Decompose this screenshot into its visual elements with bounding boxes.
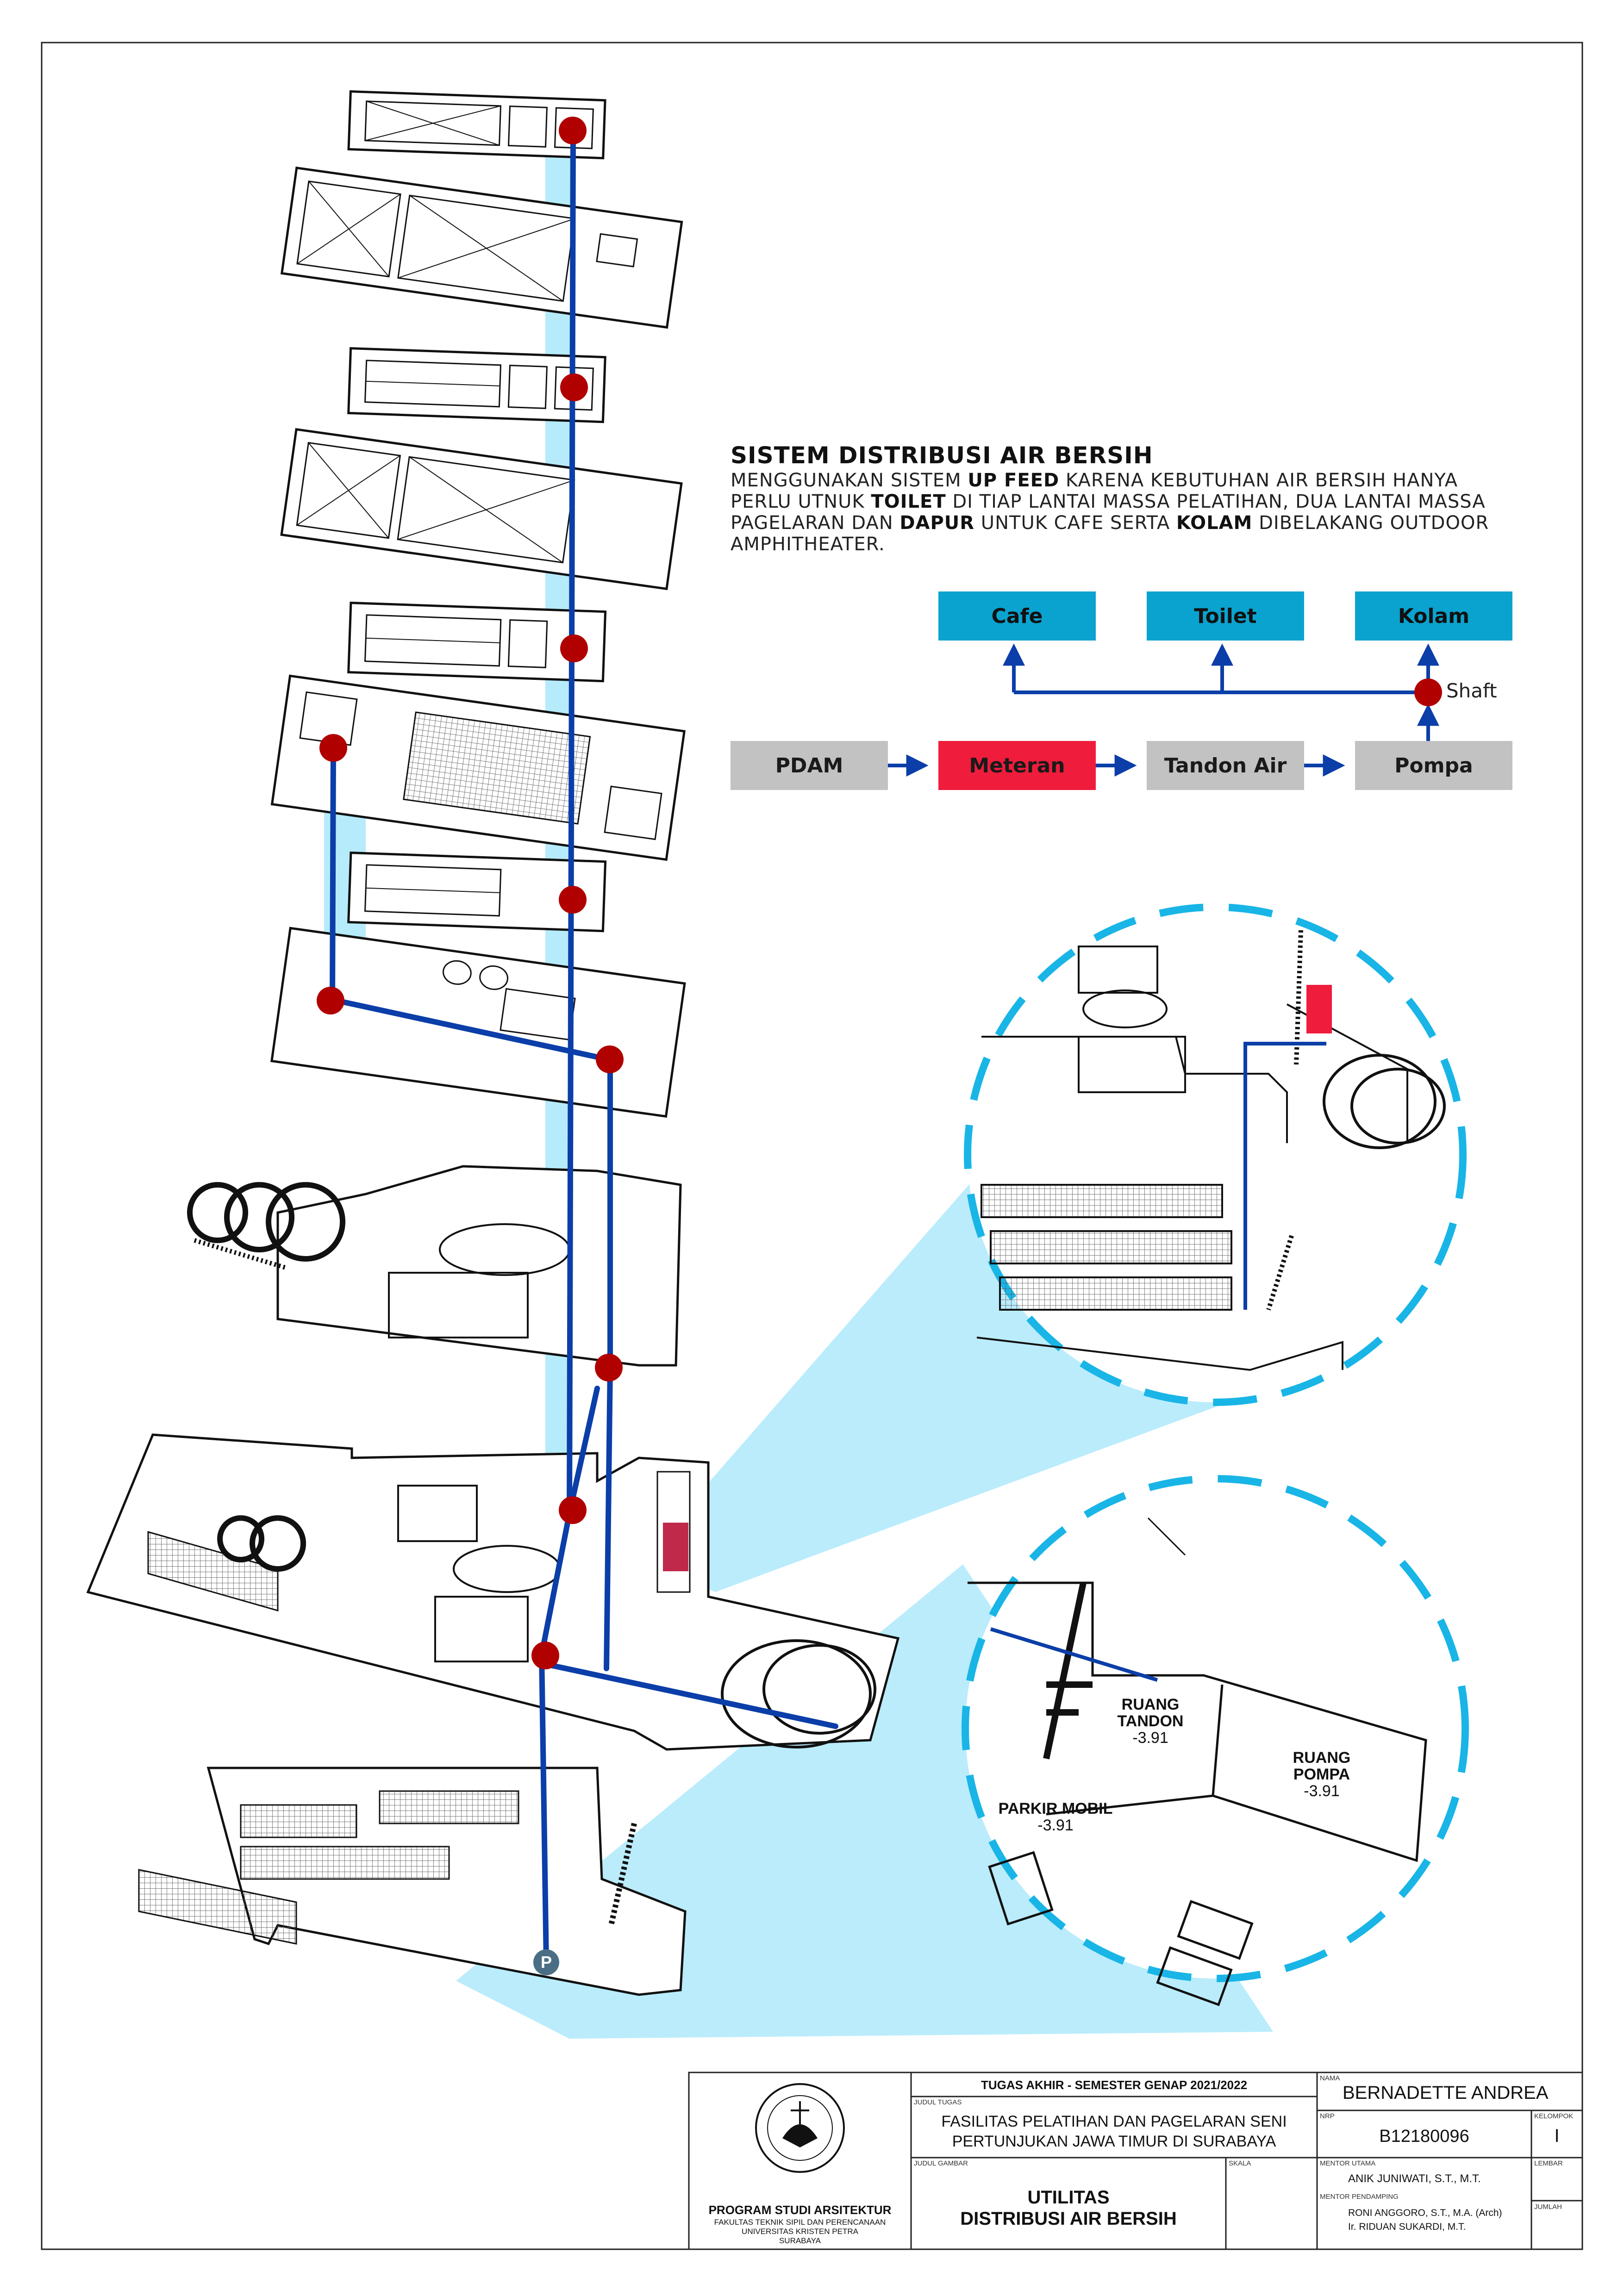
floor-plan-upper-3: [347, 601, 607, 683]
lembar-label: LEMBAR: [1534, 2159, 1563, 2167]
flow-node-toilet: Toilet: [1147, 591, 1304, 641]
flow-node-pompa: Pompa: [1355, 741, 1512, 790]
judul-tugas-line-2: PERTUNJUKAN JAWA TIMUR DI SURABAYA: [952, 2133, 1276, 2150]
room-label-parkir: PARKIR MOBIL-3.91: [998, 1800, 1113, 1834]
shaft-node: [319, 734, 347, 762]
floor-plan-ground: [86, 1433, 900, 1751]
tugas-header: TUGAS AKHIR - SEMESTER GENAP 2021/2022: [981, 2078, 1248, 2092]
flow-node-kolam: Kolam: [1355, 591, 1512, 641]
tank-marker-plan: [663, 1523, 688, 1571]
flow-node-pdam: PDAM: [731, 741, 888, 790]
floor-plan-pagelaran-upper: [187, 1165, 682, 1367]
student-name: BERNADETTE ANDREA: [1343, 2083, 1549, 2103]
shaft-node-flow: [1414, 678, 1442, 706]
pipe-detail-bottom: [990, 1627, 1158, 1682]
nrp-label: NRP: [1320, 2112, 1335, 2120]
shaft-node: [559, 117, 587, 144]
judul-tugas-line-1: FASILITAS PELATIHAN DAN PAGELARAN SENI: [941, 2113, 1287, 2130]
mentor-utama-label: MENTOR UTAMA: [1320, 2159, 1376, 2167]
shaft-node: [595, 1354, 623, 1381]
room-label-tandon: RUANG TANDON-3.91: [1117, 1696, 1184, 1747]
university-seal-logo: [755, 2083, 845, 2173]
flow-node-cafe: Cafe: [938, 591, 1096, 641]
city-name: SURABAYA: [779, 2236, 821, 2245]
floor-plan-upper-1: [347, 90, 606, 160]
nama-label: NAMA: [1320, 2074, 1340, 2082]
faculty-name: FAKULTAS TEKNIK SIPIL DAN PERENCANAAN: [714, 2218, 886, 2227]
floor-plan-basement: [138, 1767, 687, 1996]
shaft-label: Shaft: [1446, 679, 1497, 702]
flow-node-tandon: Tandon Air: [1147, 741, 1304, 790]
student-nrp: B12180096: [1379, 2127, 1469, 2146]
floor-plans: [86, 90, 900, 1996]
main-riser: [539, 128, 576, 1965]
shaft-node: [560, 373, 588, 401]
jumlah-label: JUMLAH: [1534, 2203, 1562, 2211]
kelompok-value: I: [1554, 2126, 1560, 2146]
flow-connectors: [888, 643, 1439, 777]
pump-node: [533, 1949, 559, 1975]
mentor-pendamping-2: Ir. RIDUAN SUKARDI, M.T.: [1348, 2221, 1466, 2232]
floor-plan-lower-4: [270, 927, 686, 1118]
floor-plan-lower-2: [280, 428, 683, 591]
shaft-node: [559, 886, 587, 914]
shaft-node: [596, 1045, 624, 1073]
floor-plan-upper-4: [347, 851, 607, 933]
judul-gambar-label: JUDUL GAMBAR: [914, 2159, 968, 2167]
legend-title: SISTEM DISTRIBUSI AIR BERSIH: [731, 442, 1153, 469]
judul-gambar-line-1: UTILITAS: [1027, 2187, 1110, 2208]
floor-plan-lower-1: [280, 166, 683, 329]
program-name: PROGRAM STUDI ARSITEKTUR: [708, 2203, 892, 2217]
shaft-node: [560, 635, 588, 662]
shaft-node: [531, 1642, 559, 1669]
mentor-utama: ANIK JUNIWATI, S.T., M.T.: [1348, 2172, 1481, 2185]
pump-marker-label: P: [540, 1953, 552, 1972]
skala-label: SKALA: [1229, 2159, 1251, 2167]
judul-gambar-line-2: DISTRIBUSI AIR BERSIH: [960, 2209, 1177, 2229]
shaft-node: [317, 987, 344, 1014]
shaft-node: [559, 1496, 587, 1524]
flow-node-meteran: Meteran: [938, 741, 1096, 790]
kelompok-label: KELOMPOK: [1534, 2112, 1574, 2120]
pipe-to-kolam: [541, 1661, 838, 1729]
detail-circle-top: [964, 903, 1467, 1406]
title-block-frame: [688, 2072, 1583, 2250]
floor-plan-lower-3: [270, 674, 686, 861]
shaft-nodes: [317, 117, 624, 1669]
judul-tugas-label: JUDUL TUGAS: [914, 2098, 962, 2106]
detail-circle-bottom: [962, 1475, 1469, 2006]
pipe-pagelaran: [567, 1386, 600, 1516]
legend-description: MENGGUNAKAN SISTEM UP FEED KARENA KEBUTU…: [731, 470, 1489, 555]
university-name: UNIVERSITAS KRISTEN PETRA: [742, 2227, 858, 2236]
mentor-pendamping-label: MENTOR PENDAMPING: [1320, 2193, 1399, 2201]
mentor-pendamping-1: RONI ANGGORO, S.T., M.A. (Arch): [1348, 2208, 1502, 2218]
floor-plan-upper-2: [347, 347, 606, 423]
meter-marker-detail: [1306, 985, 1332, 1033]
room-label-pompa: RUANG POMPA-3.91: [1293, 1749, 1351, 1800]
